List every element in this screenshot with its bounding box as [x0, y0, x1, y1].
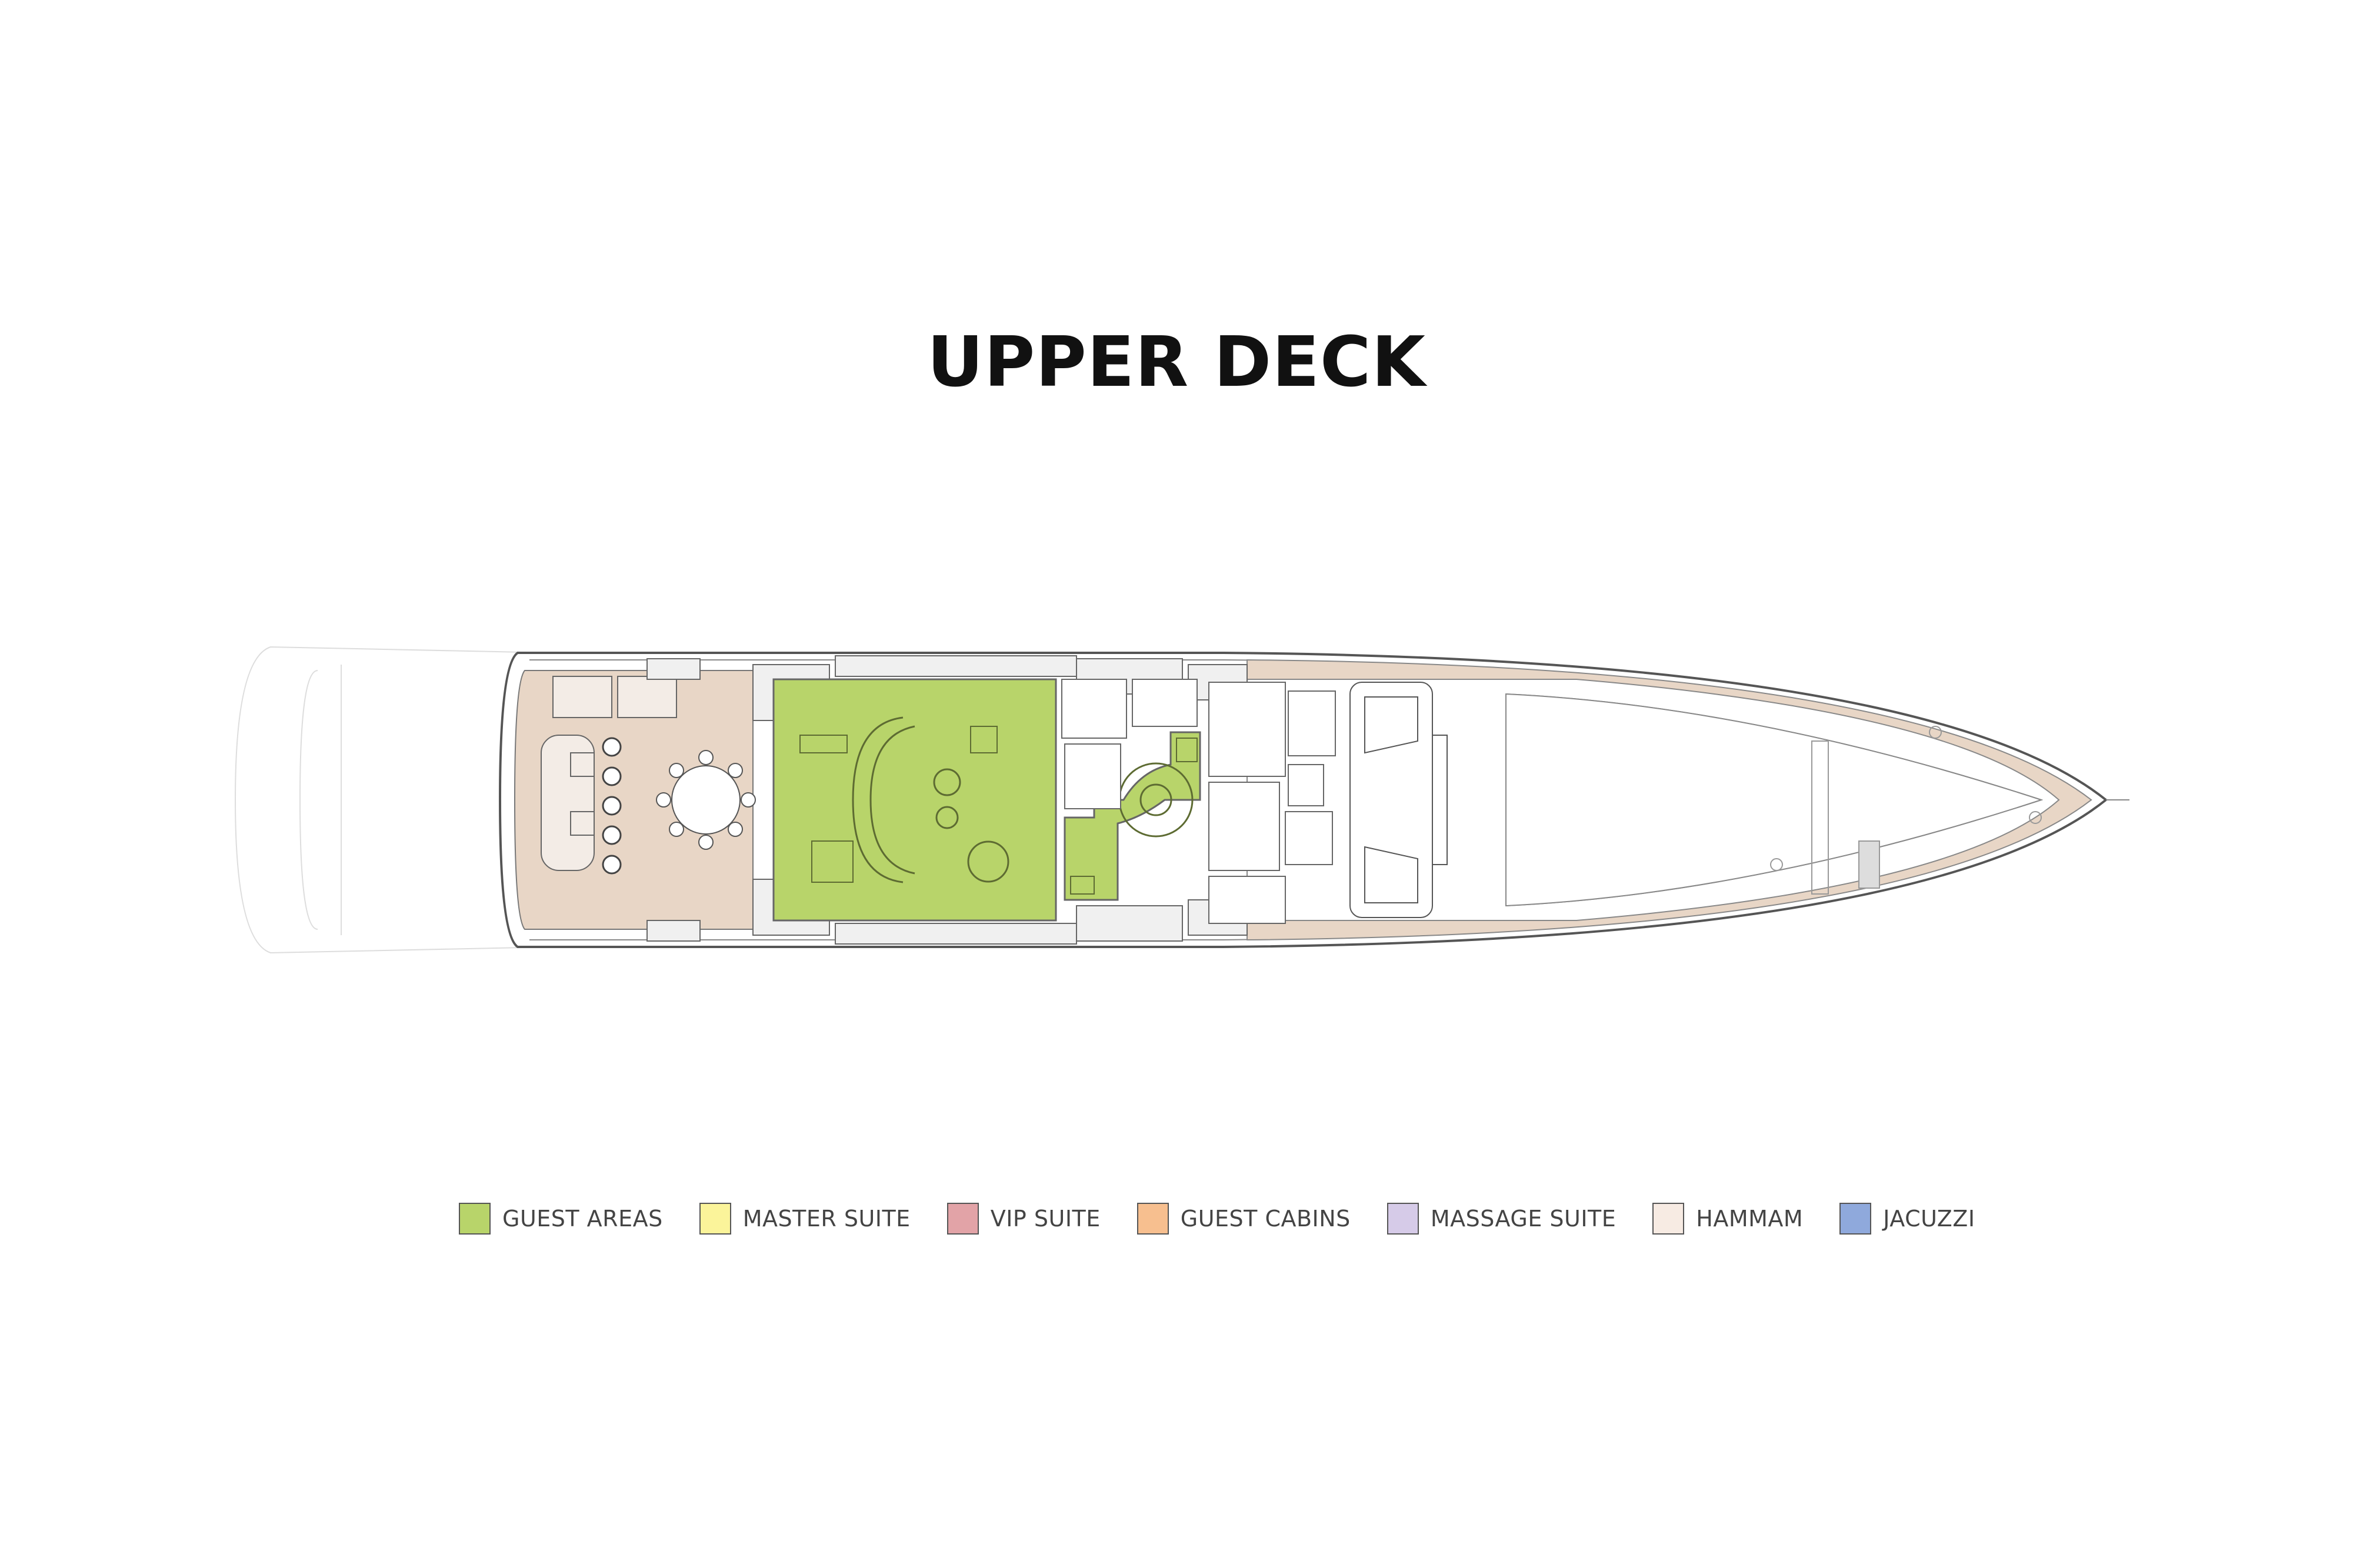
legend-label: GUEST CABINS — [1180, 1206, 1351, 1232]
foredeck-inner — [1505, 693, 2044, 907]
aft-stools — [602, 737, 622, 875]
legend-item-guest-areas: GUEST AREAS — [459, 1203, 663, 1235]
legend-swatch — [459, 1203, 491, 1235]
legend-label: MASSAGE SUITE — [1430, 1206, 1617, 1232]
deck-plan — [234, 646, 2129, 954]
page-title: UPPER DECK — [927, 321, 1426, 402]
legend: GUEST AREAS MASTER SUITE VIP SUITE GUEST… — [459, 1200, 2012, 1237]
legend-label: MASTER SUITE — [742, 1206, 911, 1232]
foredeck-fittings — [1770, 726, 2042, 895]
legend-label: HAMMAM — [1696, 1206, 1804, 1232]
legend-swatch — [1387, 1203, 1419, 1235]
legend-label: JACUZZI — [1883, 1206, 1975, 1232]
legend-swatch — [1652, 1203, 1685, 1235]
aft-ghost-outline — [234, 646, 554, 954]
legend-swatch — [1839, 1203, 1872, 1235]
legend-label: GUEST AREAS — [502, 1206, 663, 1232]
legend-swatch — [699, 1203, 731, 1235]
service-rooms — [1061, 679, 1336, 924]
legend-item-master-suite: MASTER SUITE — [699, 1203, 911, 1235]
saloon-guest-area — [772, 678, 1057, 922]
aft-sunpads — [541, 676, 677, 871]
legend-swatch — [946, 1203, 979, 1235]
legend-item-hammam: HAMMAM — [1652, 1203, 1803, 1235]
legend-item-massage-suite: MASSAGE SUITE — [1387, 1203, 1616, 1235]
aft-round-table — [656, 750, 756, 850]
legend-swatch — [1136, 1203, 1169, 1235]
legend-label: VIP SUITE — [990, 1206, 1101, 1232]
legend-item-vip-suite: VIP SUITE — [946, 1203, 1101, 1235]
legend-item-jacuzzi: JACUZZI — [1839, 1203, 1975, 1235]
legend-item-guest-cabins: GUEST CABINS — [1136, 1203, 1351, 1235]
forward-lounge — [1349, 682, 1448, 918]
